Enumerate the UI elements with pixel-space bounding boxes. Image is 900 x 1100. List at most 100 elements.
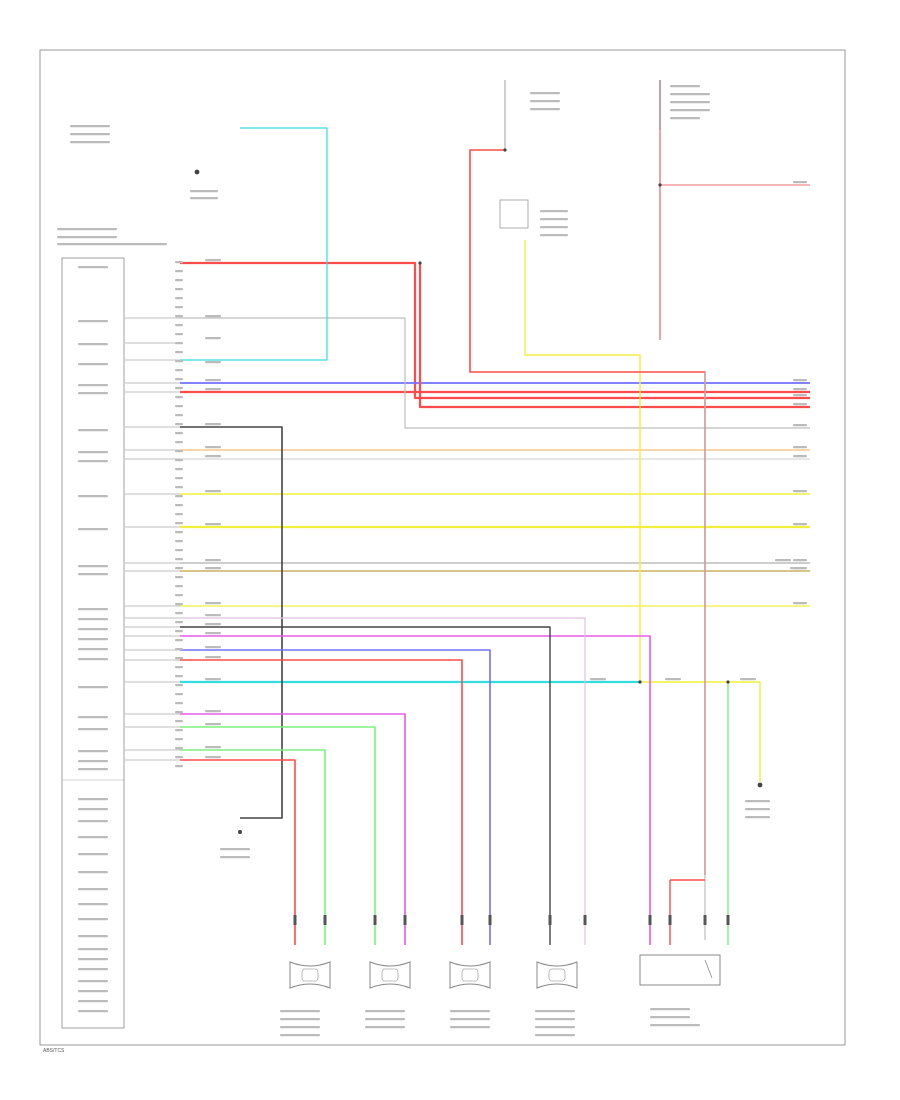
wire-code-25 xyxy=(665,678,681,681)
wire-end-label-4 xyxy=(793,403,807,406)
label-group xyxy=(57,85,807,1037)
wire-violet-1 xyxy=(180,635,651,945)
caption-mark-4 xyxy=(190,197,218,200)
connector-mark-6 xyxy=(548,915,552,925)
wire-red-top xyxy=(469,149,706,875)
pin-mark xyxy=(175,558,183,561)
connector-mark-11 xyxy=(726,915,730,925)
pin-mark xyxy=(175,765,183,768)
pin-mark xyxy=(175,612,183,615)
pin-mark xyxy=(175,666,183,669)
splice-dot-2 xyxy=(658,183,662,187)
caption-mark-26 xyxy=(280,1018,320,1021)
cu-label-21 xyxy=(78,728,108,731)
wire-code-20 xyxy=(205,710,221,713)
cu-label-33 xyxy=(78,918,108,921)
caption-mark-19 xyxy=(670,117,700,120)
wire-code-7 xyxy=(205,446,221,449)
pin-mark xyxy=(175,747,183,750)
pin-mark xyxy=(175,567,183,570)
splice-dot-0 xyxy=(638,680,642,684)
caption-mark-24 xyxy=(220,856,250,859)
caption-mark-7 xyxy=(57,243,167,246)
caption-mark-12 xyxy=(540,218,568,221)
wire-code-9 xyxy=(205,490,221,493)
cu-label-28 xyxy=(78,836,108,839)
caption-mark-13 xyxy=(540,226,568,229)
caption-mark-41 xyxy=(650,1024,700,1027)
pin-mark xyxy=(175,585,183,588)
splice-dot-4 xyxy=(418,261,422,265)
wheel-sensor-core-1 xyxy=(301,968,319,982)
connector-mark-0 xyxy=(293,915,297,925)
wire-code-12 xyxy=(205,567,221,570)
wire-green-1 xyxy=(180,726,376,945)
cu-label-23 xyxy=(78,760,108,763)
connector-mark-2 xyxy=(373,915,377,925)
wire-end-label-7 xyxy=(793,455,807,458)
pin-mark xyxy=(175,306,183,309)
wire-code-18 xyxy=(205,656,221,659)
cu-label-30 xyxy=(78,871,108,874)
ground-point-top xyxy=(194,169,200,175)
pin-mark xyxy=(175,261,183,264)
caption-mark-14 xyxy=(540,234,568,237)
wire-code-23 xyxy=(205,756,221,759)
wire-code-11 xyxy=(205,559,221,562)
caption-mark-6 xyxy=(57,236,117,239)
pin-mark xyxy=(175,423,183,426)
pin-mark xyxy=(175,522,183,525)
pin-mark xyxy=(175,324,183,327)
connector-mark-3 xyxy=(403,915,407,925)
relay-box xyxy=(639,954,721,986)
pin-mark xyxy=(175,639,183,642)
wheel-sensor-2 xyxy=(369,961,411,989)
pin-mark xyxy=(175,270,183,273)
pin-mark xyxy=(175,540,183,543)
caption-mark-18 xyxy=(670,109,710,112)
cu-label-22 xyxy=(78,750,108,753)
wire-code-26 xyxy=(740,678,756,681)
wire-code-3 xyxy=(205,361,221,364)
wire-code-8 xyxy=(205,455,221,458)
pin-mark xyxy=(175,702,183,705)
wheel-sensor-3 xyxy=(449,961,491,989)
pin-mark xyxy=(175,729,183,732)
wire-end-label-10 xyxy=(793,559,807,562)
wire-code-6 xyxy=(205,423,221,426)
caption-mark-2 xyxy=(70,141,110,144)
wire-black-1 xyxy=(180,426,283,819)
wire-code-22 xyxy=(205,746,221,749)
pin-mark xyxy=(175,468,183,471)
pin-mark xyxy=(175,387,183,390)
cu-label-18 xyxy=(78,658,108,661)
wire-blue-2 xyxy=(180,649,491,945)
wire-end-label-2 xyxy=(793,388,807,391)
cu-label-36 xyxy=(78,958,108,961)
cu-label-4 xyxy=(78,384,108,387)
connector-mark-1 xyxy=(323,915,327,925)
cu-label-34 xyxy=(78,935,108,938)
wire-violet-2 xyxy=(180,713,406,945)
pin-mark xyxy=(175,369,183,372)
pin-mark xyxy=(175,315,183,318)
pin-mark xyxy=(175,351,183,354)
pin-mark xyxy=(175,432,183,435)
component-group xyxy=(194,80,763,989)
wire-code-13 xyxy=(205,602,221,605)
pin-mark xyxy=(175,396,183,399)
pin-mark xyxy=(175,711,183,714)
stop-lamp-switch xyxy=(499,199,529,229)
pin-mark xyxy=(175,360,183,363)
cu-label-35 xyxy=(78,948,108,951)
caption-mark-32 xyxy=(450,1010,490,1013)
cu-label-1 xyxy=(78,320,108,323)
wire-code-4 xyxy=(205,379,221,382)
cu-label-16 xyxy=(78,638,108,641)
caption-mark-5 xyxy=(57,228,117,231)
pin-mark xyxy=(175,630,183,633)
pin-mark xyxy=(175,414,183,417)
caption-mark-33 xyxy=(450,1018,490,1021)
pin-mark xyxy=(175,738,183,741)
wire-green-2 xyxy=(180,749,326,945)
